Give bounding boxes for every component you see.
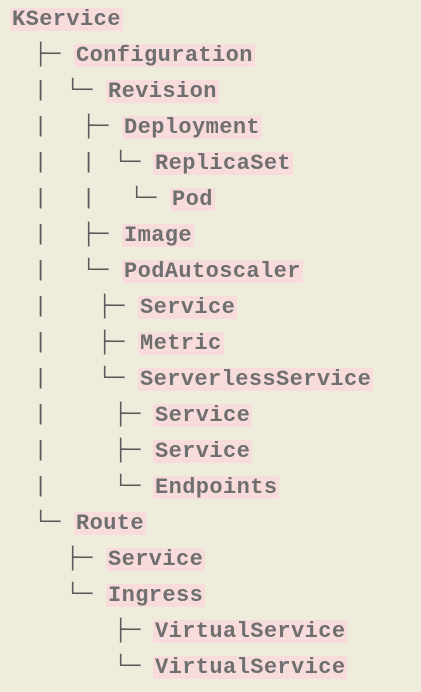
tree-row-kservice: KService — [0, 1, 421, 37]
node-service: Service — [153, 439, 253, 464]
vertical-connector: | — [34, 330, 48, 355]
tree-row-service: | ├─ Service — [0, 433, 421, 469]
node-virtualservice: VirtualService — [153, 619, 348, 644]
tree-row-replicaset: | | └─ ReplicaSet — [0, 145, 421, 181]
tree-row-endpoints: | └─ Endpoints — [0, 469, 421, 505]
tree-row-podautoscaler: | └─ PodAutoscaler — [0, 253, 421, 289]
tree-row-virtualservice: └─ VirtualService — [0, 649, 421, 685]
node-serverlessservice: ServerlessService — [138, 367, 374, 392]
node-virtualservice: VirtualService — [153, 655, 348, 680]
vertical-connector: | — [34, 402, 48, 427]
tree-row-ingress: └─ Ingress — [0, 577, 421, 613]
node-kservice: KService — [10, 7, 123, 32]
vertical-connector: | — [34, 258, 48, 283]
tree-row-service: ├─ Service — [0, 541, 421, 577]
tree-row-revision: | └─ Revision — [0, 73, 421, 109]
tree-row-deployment: | ├─ Deployment — [0, 109, 421, 145]
elbow-connector: └─ — [82, 258, 109, 283]
tree-row-serverlessservice: | └─ ServerlessService — [0, 361, 421, 397]
node-replicaset: ReplicaSet — [153, 151, 294, 176]
node-ingress: Ingress — [106, 583, 206, 608]
tree-row-service: | ├─ Service — [0, 289, 421, 325]
vertical-connector: | — [34, 186, 48, 211]
node-metric: Metric — [138, 331, 224, 356]
tree-row-configuration: ├─ Configuration — [0, 37, 421, 73]
node-service: Service — [138, 295, 238, 320]
elbow-connector: └─ — [114, 654, 141, 679]
tree-row-metric: | ├─ Metric — [0, 325, 421, 361]
tee-connector: ├─ — [34, 42, 61, 67]
elbow-connector: └─ — [34, 510, 61, 535]
vertical-connector: | — [34, 438, 48, 463]
tee-connector: ├─ — [82, 114, 109, 139]
elbow-connector: └─ — [130, 186, 157, 211]
elbow-connector: └─ — [114, 474, 141, 499]
vertical-connector: | — [82, 150, 96, 175]
vertical-connector: | — [34, 114, 48, 139]
tee-connector: ├─ — [82, 222, 109, 247]
tree-row-pod: | | └─ Pod — [0, 181, 421, 217]
tee-connector: ├─ — [98, 294, 125, 319]
vertical-connector: | — [34, 294, 48, 319]
vertical-connector: | — [34, 222, 48, 247]
vertical-connector: | — [82, 186, 96, 211]
node-deployment: Deployment — [122, 115, 263, 140]
node-image: Image — [122, 223, 195, 248]
node-pod: Pod — [170, 187, 215, 212]
vertical-connector: | — [34, 78, 48, 103]
node-service: Service — [153, 403, 253, 428]
node-service: Service — [106, 547, 206, 572]
tee-connector: ├─ — [66, 546, 93, 571]
tee-connector: ├─ — [114, 438, 141, 463]
elbow-connector: └─ — [114, 150, 141, 175]
tree-row-image: | ├─ Image — [0, 217, 421, 253]
node-endpoints: Endpoints — [153, 475, 280, 500]
elbow-connector: └─ — [66, 582, 93, 607]
tee-connector: ├─ — [98, 330, 125, 355]
tree-row-route: └─ Route — [0, 505, 421, 541]
vertical-connector: | — [34, 474, 48, 499]
node-podautoscaler: PodAutoscaler — [122, 259, 303, 284]
elbow-connector: └─ — [66, 78, 93, 103]
node-revision: Revision — [106, 79, 219, 104]
node-route: Route — [74, 511, 147, 536]
tree-row-service: | ├─ Service — [0, 397, 421, 433]
tree-row-virtualservice: ├─ VirtualService — [0, 613, 421, 649]
node-configuration: Configuration — [74, 43, 255, 68]
tee-connector: ├─ — [114, 402, 141, 427]
tee-connector: ├─ — [114, 618, 141, 643]
vertical-connector: | — [34, 150, 48, 175]
elbow-connector: └─ — [98, 366, 125, 391]
vertical-connector: | — [34, 366, 48, 391]
